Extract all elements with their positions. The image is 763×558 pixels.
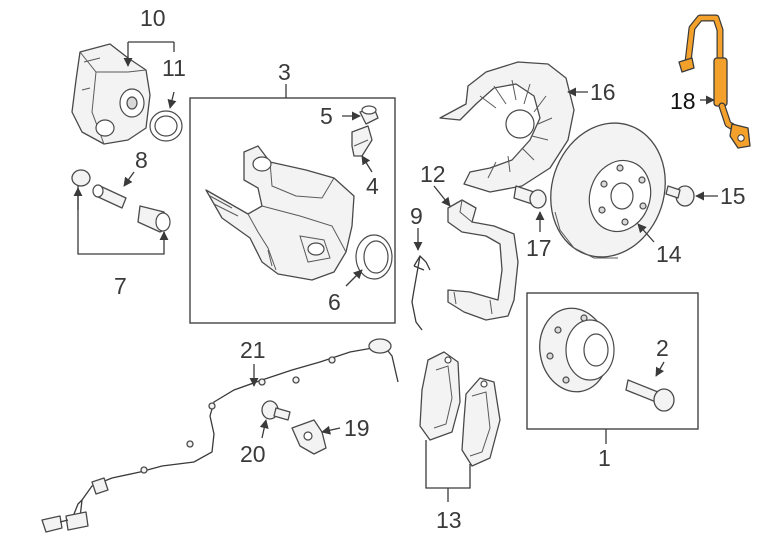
callout-9: 9: [410, 203, 423, 229]
bleeder-screw: [351, 125, 373, 157]
wheel-hub: [539, 307, 615, 393]
piston-seal: [355, 234, 393, 280]
disc-retaining-screw: [665, 185, 695, 207]
callout-5: 5: [320, 103, 333, 129]
callout-14: 14: [656, 241, 682, 267]
guide-pin-kit: [71, 169, 171, 233]
callout-17: 17: [526, 235, 552, 261]
brake-pad-set: [419, 351, 501, 467]
callout-10: 10: [140, 5, 166, 31]
hub-group-box: [526, 292, 699, 430]
callout-21: 21: [240, 337, 266, 363]
parking-brake-motor: [71, 43, 151, 145]
callout-8: 8: [135, 147, 148, 173]
callout-12: 12: [420, 161, 446, 187]
callout-1: 1: [598, 445, 611, 471]
bleeder-cap: [359, 105, 379, 125]
callout-11: 11: [162, 55, 186, 81]
callout-19: 19: [344, 415, 370, 441]
callout-4: 4: [366, 173, 379, 199]
hub-bolt: [625, 379, 675, 412]
callout-15: 15: [720, 183, 746, 209]
abs-sensor-harness: [41, 338, 399, 533]
callout-7: 7: [114, 273, 127, 299]
callout-6: 6: [328, 289, 341, 315]
callout-16: 16: [590, 79, 616, 105]
dust-shield: [439, 61, 575, 193]
caliper-carrier: [447, 199, 519, 321]
callout-18: 18: [670, 88, 696, 114]
shield-bolt: [513, 185, 547, 209]
callout-3: 3: [278, 59, 291, 85]
callout-20: 20: [240, 441, 266, 467]
anti-rattle-spring: [411, 254, 431, 331]
brake-disc: [550, 122, 666, 259]
brake-hose: [678, 14, 751, 149]
brake-caliper: [205, 145, 355, 281]
sensor-bolt: [261, 400, 291, 421]
callout-13: 13: [436, 507, 462, 533]
callout-2: 2: [656, 335, 669, 361]
callout-leaders: [73, 41, 718, 502]
caliper-group-box: [189, 97, 396, 324]
motor-seal-ring: [149, 110, 183, 142]
wheel-speed-sensor: [291, 419, 327, 455]
